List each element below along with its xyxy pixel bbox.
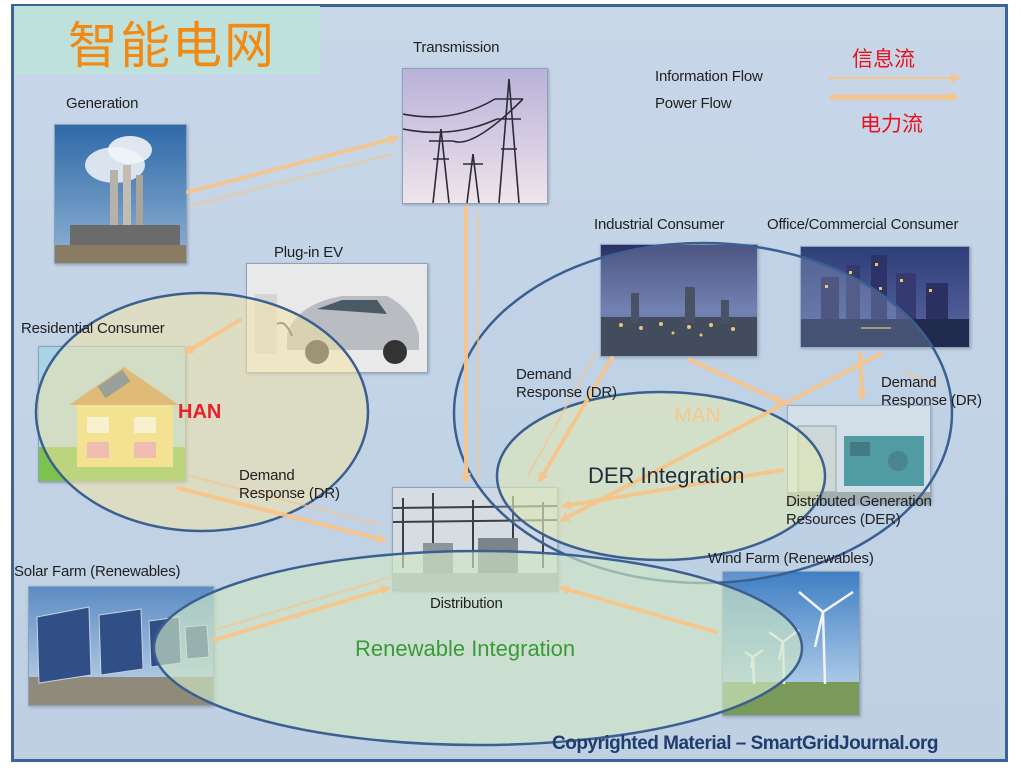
dr-industrial-label: Demand Response (DR) <box>516 366 617 401</box>
flow-office-dr <box>903 371 937 385</box>
han-ellipse <box>34 291 370 533</box>
copyright-footer: Copyrighted Material – SmartGridJournal.… <box>552 733 939 754</box>
flow-industrial-dr <box>527 351 597 477</box>
der-integration-label: DER Integration <box>588 463 745 488</box>
flow-residential-dr <box>189 475 379 525</box>
office-label: Office/Commercial Consumer <box>767 216 959 233</box>
wind-label: Wind Farm (Renewables) <box>708 550 874 567</box>
flow-industrial-to-der <box>688 358 785 404</box>
flow-residential-to-distribution <box>176 486 387 544</box>
flow-wind-to-distribution <box>559 585 718 634</box>
flow-der-to-distribution <box>561 468 784 510</box>
man-label: MAN <box>674 404 721 427</box>
solar-label: Solar Farm (Renewables) <box>14 563 181 580</box>
legend-power-flow: Power Flow <box>655 95 732 112</box>
flow-office-to-distribution <box>559 352 882 522</box>
dr-home-label: Demand Response (DR) <box>239 467 340 502</box>
flow-ev-to-residential <box>183 318 242 354</box>
der-ellipse <box>495 390 827 562</box>
plugin-ev-label: Plug-in EV <box>274 244 343 261</box>
industrial-image <box>600 244 758 357</box>
legend-information-flow-cn: 信息流 <box>852 47 915 71</box>
legend-power-flow-cn: 电力流 <box>860 112 923 136</box>
flow-solar-info <box>213 577 389 631</box>
dr-office-label: Demand Response (DR) <box>881 374 982 409</box>
legend-information-flow: Information Flow <box>655 68 763 85</box>
flow-solar-to-distribution <box>212 585 391 642</box>
han-label: HAN <box>178 401 222 423</box>
distribution-label: Distribution <box>430 595 503 612</box>
title-banner: 智能电网 <box>14 6 320 75</box>
industrial-label: Industrial Consumer <box>594 216 725 233</box>
flow-gen-to-transmission-info <box>189 153 393 207</box>
transmission-label: Transmission <box>413 39 500 56</box>
page-title: 智能电网 <box>68 17 276 75</box>
generation-image <box>54 124 187 264</box>
residential-label: Residential Consumer <box>21 320 165 337</box>
office-image <box>800 246 970 348</box>
transmission-image <box>402 68 548 204</box>
der-label: Distributed Generation Resources (DER) <box>786 493 932 528</box>
solar-farm-image <box>28 586 214 706</box>
generation-label: Generation <box>66 95 139 112</box>
flow-office-to-der <box>856 352 867 401</box>
renewable-integration-label: Renewable Integration <box>355 636 576 661</box>
flow-gen-to-transmission <box>186 134 399 194</box>
flow-industrial-to-distribution <box>538 356 614 483</box>
